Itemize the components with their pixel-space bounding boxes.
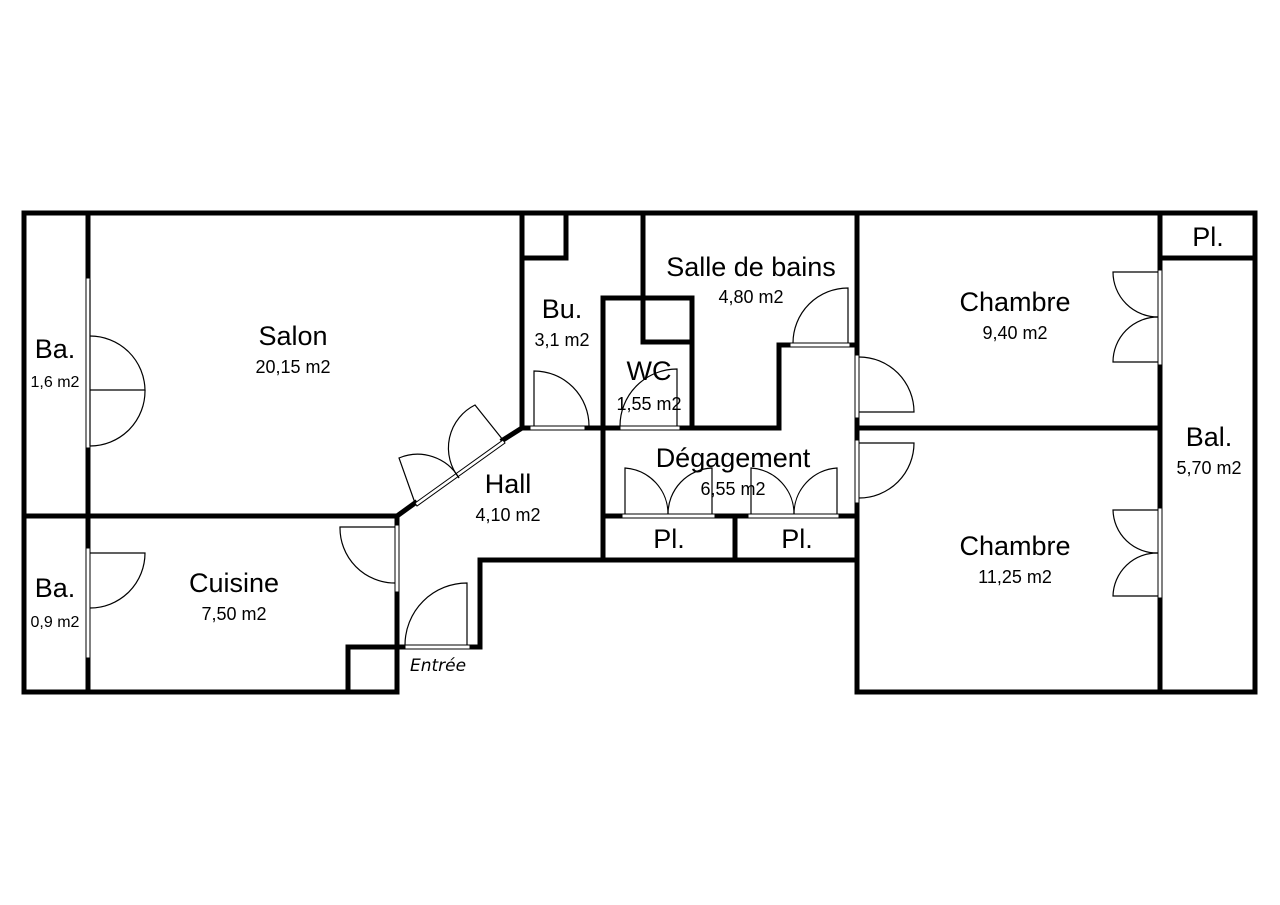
room-bathroom-area: 4,80 m2 [718, 287, 783, 307]
walls [21, 210, 1258, 695]
room-chambre-bottom-area: 11,25 m2 [978, 567, 1052, 587]
room-wc-name: WC [627, 356, 672, 386]
room-chambre-top-name: Chambre [959, 287, 1070, 317]
door-balcony-left-bottom [89, 552, 146, 609]
room-balcon-right-name: Bal. [1186, 422, 1233, 452]
door-placard-2 [750, 467, 838, 515]
room-bureau-name: Bu. [542, 294, 583, 324]
door-balcony-left-top [89, 280, 146, 447]
door-wc [619, 368, 678, 427]
door-balcony-right-bottom [1112, 509, 1159, 597]
door-bathroom [792, 287, 849, 344]
room-chambre-top-area: 9,40 m2 [982, 323, 1047, 343]
door-chambre-bottom [858, 442, 915, 499]
room-cuisine-area: 7,50 m2 [201, 604, 266, 624]
room-hall-area: 4,10 m2 [475, 505, 540, 525]
room-balcon-right-area: 5,70 m2 [1176, 458, 1241, 478]
room-balcony-left-bottom-area: 0,9 m2 [31, 614, 80, 631]
room-cuisine-name: Cuisine [189, 568, 279, 598]
room-balcony-left-top-area: 1,6 m2 [31, 374, 80, 391]
room-wc-area: 1,55 m2 [616, 394, 681, 414]
room-placard-3-name: Pl. [1192, 222, 1224, 252]
room-hall-name: Hall [485, 469, 532, 499]
room-chambre-bottom-name: Chambre [959, 531, 1070, 561]
room-balcony-left-top-name: Ba. [35, 334, 76, 364]
door-cuisine [339, 526, 396, 584]
door-chambre-top [858, 356, 915, 413]
entrance-label: Entrée [410, 656, 466, 676]
room-bathroom-name: Salle de bains [666, 252, 836, 282]
doors [89, 271, 1159, 646]
room-salon-area: 20,15 m2 [255, 357, 330, 377]
room-bureau-area: 3,1 m2 [534, 330, 589, 350]
room-salon-name: Salon [258, 321, 327, 351]
door-bureau [533, 370, 590, 427]
room-balcony-left-bottom-name: Ba. [35, 573, 76, 603]
door-placard-1 [624, 467, 713, 515]
room-placard-1-name: Pl. [653, 524, 685, 554]
room-placard-2-name: Pl. [781, 524, 813, 554]
room-degagement-area: 6,55 m2 [700, 479, 765, 499]
room-degagement-name: Dégagement [656, 443, 811, 473]
room-labels: Salon 20,15 m2 Ba. 1,6 m2 Ba. 0,9 m2 Cui… [31, 222, 1242, 676]
door-balcony-right-top [1112, 271, 1159, 363]
door-salon [398, 404, 504, 504]
door-entrance [404, 582, 468, 646]
